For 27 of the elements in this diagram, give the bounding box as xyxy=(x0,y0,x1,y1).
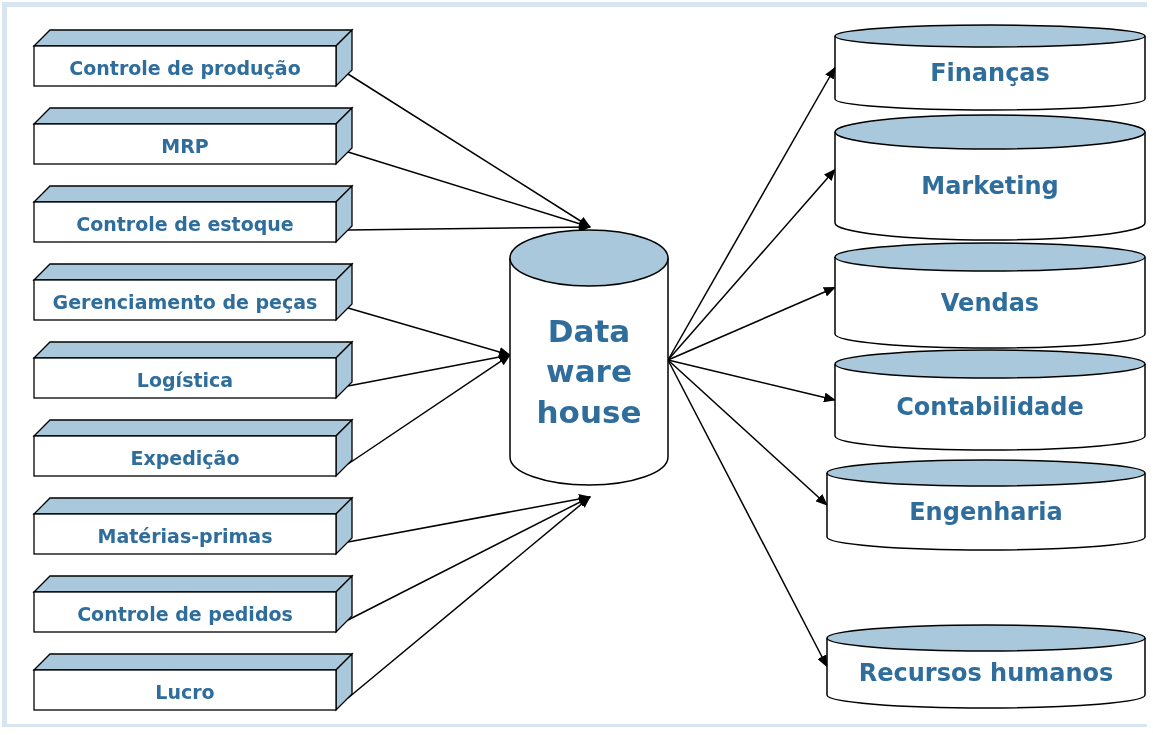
node-label: Matérias-primas xyxy=(97,525,273,547)
node-label: Marketing xyxy=(921,172,1059,200)
node-label: Engenharia xyxy=(909,497,1063,526)
node-label: Controle de estoque xyxy=(76,213,294,235)
arrow xyxy=(347,496,591,699)
node-label: Logística xyxy=(136,369,234,391)
node-label: Lucro xyxy=(155,681,215,703)
arrow xyxy=(347,354,511,465)
node-label: Controle de produção xyxy=(69,57,301,79)
arrow xyxy=(667,359,836,403)
arrow xyxy=(667,359,828,668)
node-label: Controle de pedidos xyxy=(77,603,293,625)
arrow xyxy=(667,359,828,506)
arrow xyxy=(667,286,836,361)
node-label: Gerenciamento de peças xyxy=(52,291,318,313)
node-label: Contabilidade xyxy=(896,393,1084,421)
arrow xyxy=(347,307,511,357)
node-label: Finanças xyxy=(930,59,1050,87)
node-label: Expedição xyxy=(130,447,240,469)
node-label: Vendas xyxy=(940,288,1040,317)
arrow xyxy=(347,222,591,233)
node-label: MRP xyxy=(161,135,209,157)
arrow xyxy=(347,151,591,229)
arrow xyxy=(667,168,836,361)
node-label: Recursos humanos xyxy=(858,659,1114,687)
arrow xyxy=(347,494,591,543)
node-label: Data ware house xyxy=(535,312,643,432)
